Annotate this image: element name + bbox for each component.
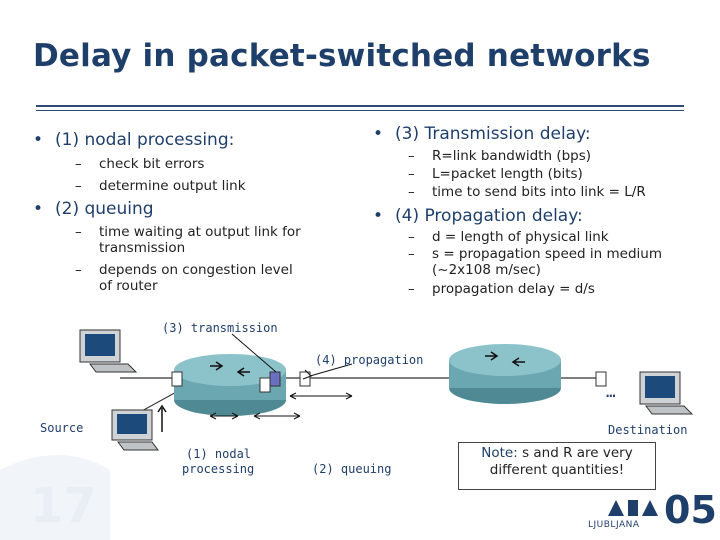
transmission-pointer — [231, 333, 277, 373]
router-b — [449, 344, 561, 404]
page-title: Delay in packet-switched networks — [33, 38, 651, 74]
sub-item: time waiting at output link for — [99, 224, 301, 240]
sub-item: R=link bandwidth (bps) — [432, 148, 592, 164]
packet — [299, 371, 311, 387]
bullet-propagation-delay: •(4) Propagation delay: — [373, 206, 583, 226]
title-rule-thin — [36, 110, 684, 111]
sub-item: of router — [99, 278, 158, 294]
transmission-sublist: –R=link bandwidth (bps) –L=packet length… — [408, 148, 646, 200]
sub-item: L=packet length (bits) — [432, 166, 583, 182]
sub-item: determine output link — [99, 178, 246, 194]
title-rule — [36, 105, 684, 107]
label-transmission: (3) transmission — [162, 321, 278, 335]
sub-item: (~2x108 m/sec) — [432, 262, 541, 278]
queuing-arrows — [253, 412, 301, 420]
upload-arrow-head — [157, 404, 167, 413]
computer-source-bottom — [111, 409, 159, 451]
label-queuing: (2) queuing — [312, 462, 392, 476]
note-label: Note: — [481, 445, 518, 461]
logo-number: 05 — [664, 488, 717, 532]
note-text-1: s and R are very — [522, 445, 633, 461]
bullet-queuing: •(2) queuing — [33, 199, 154, 219]
sub-item: transmission — [99, 240, 186, 256]
slide-number: 17 — [30, 478, 97, 534]
bullet-nodal-processing: •(1) nodal processing: — [33, 130, 235, 150]
packet-transmitting — [269, 371, 281, 387]
label-nodal-1: (1) nodal — [186, 447, 252, 461]
source-link — [139, 389, 181, 413]
note-text-2: different quantities! — [489, 462, 625, 478]
nodal-sublist: –check bit errors –determine output link — [75, 156, 246, 194]
label-source: Source — [40, 421, 84, 435]
packet — [171, 371, 183, 387]
logo-text: LJUBLJANA — [588, 520, 640, 530]
logo-mark — [608, 500, 658, 516]
sub-item: s = propagation speed in medium — [432, 246, 663, 262]
corner-decoration — [0, 455, 110, 540]
label-destination: Destination — [608, 423, 688, 437]
label-propagation: (4) propagation — [315, 353, 424, 367]
packet — [595, 371, 607, 387]
sub-item: d = length of physical link — [432, 229, 609, 245]
span-arrows — [289, 392, 353, 400]
arrow-head — [302, 369, 312, 380]
label-nodal-2: processing — [182, 462, 255, 476]
note-box: Note: s and R are very different quantit… — [458, 442, 656, 490]
label-ellipsis: … — [606, 382, 616, 401]
bullet-transmission-delay: •(3) Transmission delay: — [373, 124, 591, 144]
sub-item: depends on congestion level — [99, 262, 293, 278]
propagation-sublist: –d = length of physical link –s = propag… — [408, 229, 663, 297]
propagation-pointer — [309, 363, 353, 377]
computer-destination — [639, 371, 694, 415]
sub-item: check bit errors — [99, 156, 205, 172]
sub-item: propagation delay = d/s — [432, 281, 595, 297]
sub-item: time to send bits into link = L/R — [432, 184, 646, 200]
computer-source-top — [79, 329, 138, 373]
nodal-arrows — [209, 412, 239, 420]
packet — [259, 377, 271, 393]
queuing-sublist: –time waiting at output link for transmi… — [75, 224, 301, 294]
